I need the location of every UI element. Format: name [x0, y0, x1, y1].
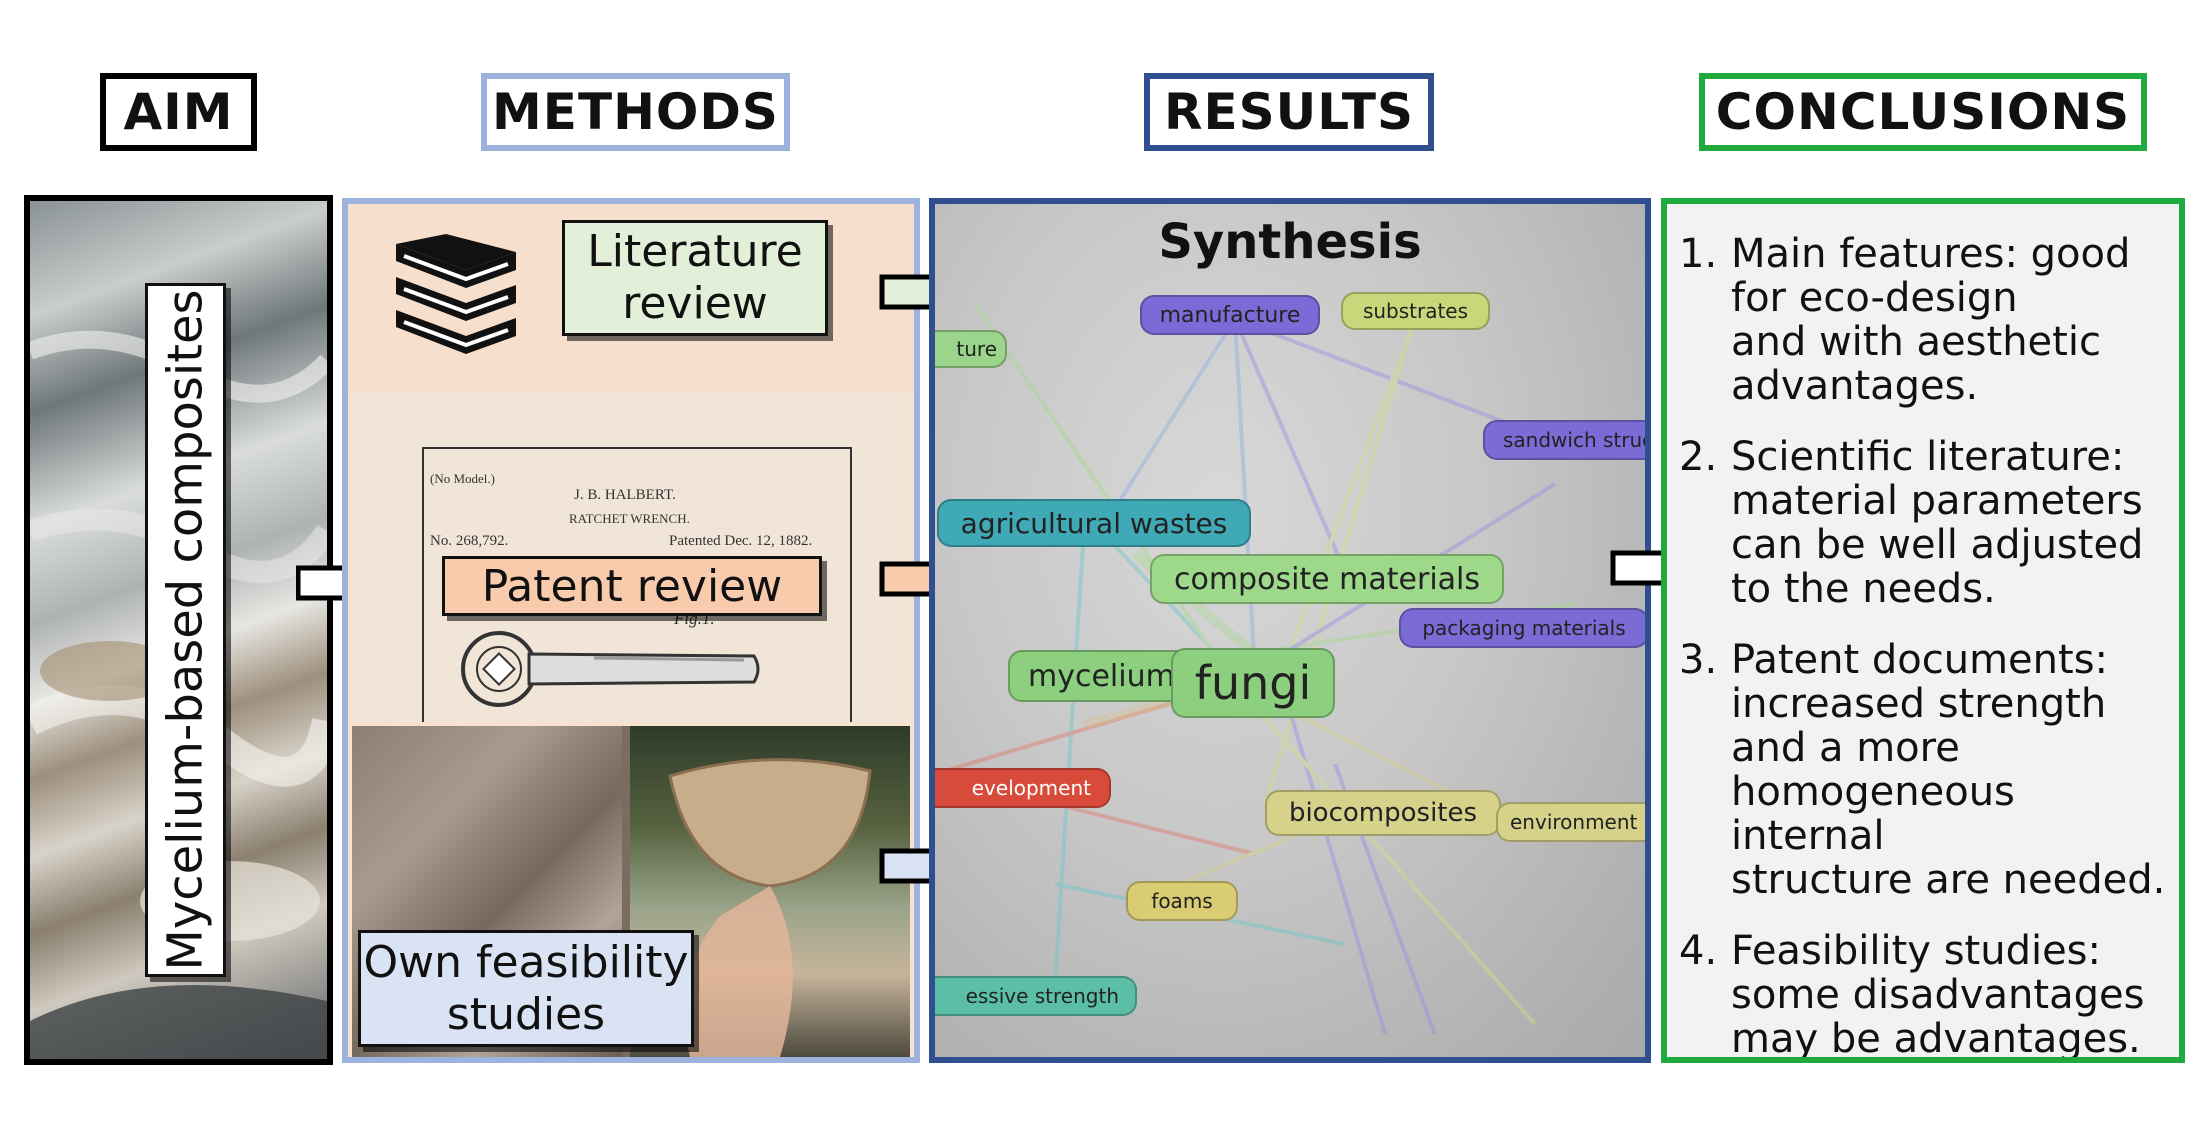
patent-number: No. 268,792. [430, 533, 509, 549]
keyword-composite-materials: composite materials [1150, 554, 1504, 604]
feasibility-photo-right [630, 726, 910, 1057]
aim-header: AIM [100, 73, 257, 151]
feasibility-section: Own feasibility studies [352, 726, 910, 1057]
synthesis-title: Synthesis [1158, 214, 1422, 270]
keyword-ture: ture [935, 330, 1007, 368]
conclusion-item: 1. Main features: good for eco-design an… [1679, 232, 2169, 408]
feasibility-label: Own feasibility studies [358, 930, 694, 1047]
keyword-packaging-materials: packaging materials [1399, 608, 1645, 648]
literature-section: Literature review [348, 204, 914, 390]
keyword-development: evelopment [935, 768, 1111, 808]
patent-date: Patented Dec. 12, 1882. [669, 533, 813, 549]
conclusion-text: Patent documents: increased strength and… [1731, 637, 2166, 903]
patent-review-text: Patent review [481, 560, 783, 612]
patent-inventor: J. B. HALBERT. [574, 487, 676, 503]
patent-section: (No Model.) J. B. HALBERT. RATCHET WRENC… [352, 392, 910, 722]
results-header-text: RESULTS [1164, 83, 1414, 141]
methods-header-text: METHODS [492, 83, 779, 141]
wrench-drawing [461, 631, 760, 707]
results-panel: Synthesis manufacture substrates ture sa… [929, 198, 1651, 1063]
conclusion-text: Feasibility studies: some disadvantages … [1731, 928, 2145, 1062]
conclusions-list: 1. Main features: good for eco-design an… [1679, 232, 2169, 1062]
conclusion-number: 3. [1679, 637, 1718, 683]
aim-header-text: AIM [123, 83, 234, 141]
conclusion-number: 2. [1679, 434, 1718, 480]
keyword-compressive-strength: essive strength [935, 976, 1137, 1016]
patent-document: (No Model.) J. B. HALBERT. RATCHET WRENC… [422, 447, 852, 722]
patent-model: (No Model.) [430, 471, 495, 486]
conclusion-number: 4. [1679, 928, 1718, 974]
keyword-fungi: fungi [1171, 648, 1335, 718]
literature-review-text: Literature review [587, 226, 803, 329]
patent-title: RATCHET WRENCH. [569, 511, 690, 526]
aim-vertical-text: Mycelium-based composites [157, 289, 214, 971]
keyword-sandwich: sandwich struc [1483, 420, 1645, 460]
conclusion-item: 4. Feasibility studies: some disadvantag… [1679, 928, 2169, 1062]
patent-review-label: Patent review [442, 556, 822, 616]
conclusions-header: CONCLUSIONS [1699, 73, 2147, 151]
literature-review-label: Literature review [562, 220, 828, 336]
methods-header: METHODS [481, 73, 790, 151]
keyword-biocomposites: biocomposites [1265, 790, 1501, 836]
feasibility-text: Own feasibility studies [363, 936, 689, 1040]
aim-panel: Mycelium-based composites [24, 195, 333, 1065]
keyword-manufacture: manufacture [1140, 295, 1320, 335]
keyword-agricultural-wastes: agricultural wastes [937, 499, 1251, 547]
mycelium-bowl [668, 758, 872, 1057]
conclusion-number: 1. [1679, 231, 1718, 277]
conclusions-header-text: CONCLUSIONS [1715, 83, 2131, 141]
conclusion-text: Main features: good for eco-design and w… [1731, 231, 2131, 409]
aim-vertical-label: Mycelium-based composites [145, 283, 226, 977]
books-icon [396, 234, 516, 354]
conclusion-text: Scientific literature: material paramete… [1731, 434, 2144, 612]
keyword-environment: environment [1496, 802, 1645, 842]
keyword-foams: foams [1126, 881, 1238, 921]
patent-stamp [372, 482, 392, 562]
conclusion-item: 3. Patent documents: increased strength … [1679, 638, 2169, 902]
conclusions-panel: 1. Main features: good for eco-design an… [1661, 198, 2185, 1063]
conclusion-item: 2. Scientific literature: material param… [1679, 435, 2169, 611]
methods-panel: Literature review (No Model.) J. B. HALB… [342, 198, 920, 1063]
keyword-substrates: substrates [1341, 292, 1490, 330]
results-header: RESULTS [1144, 73, 1434, 151]
